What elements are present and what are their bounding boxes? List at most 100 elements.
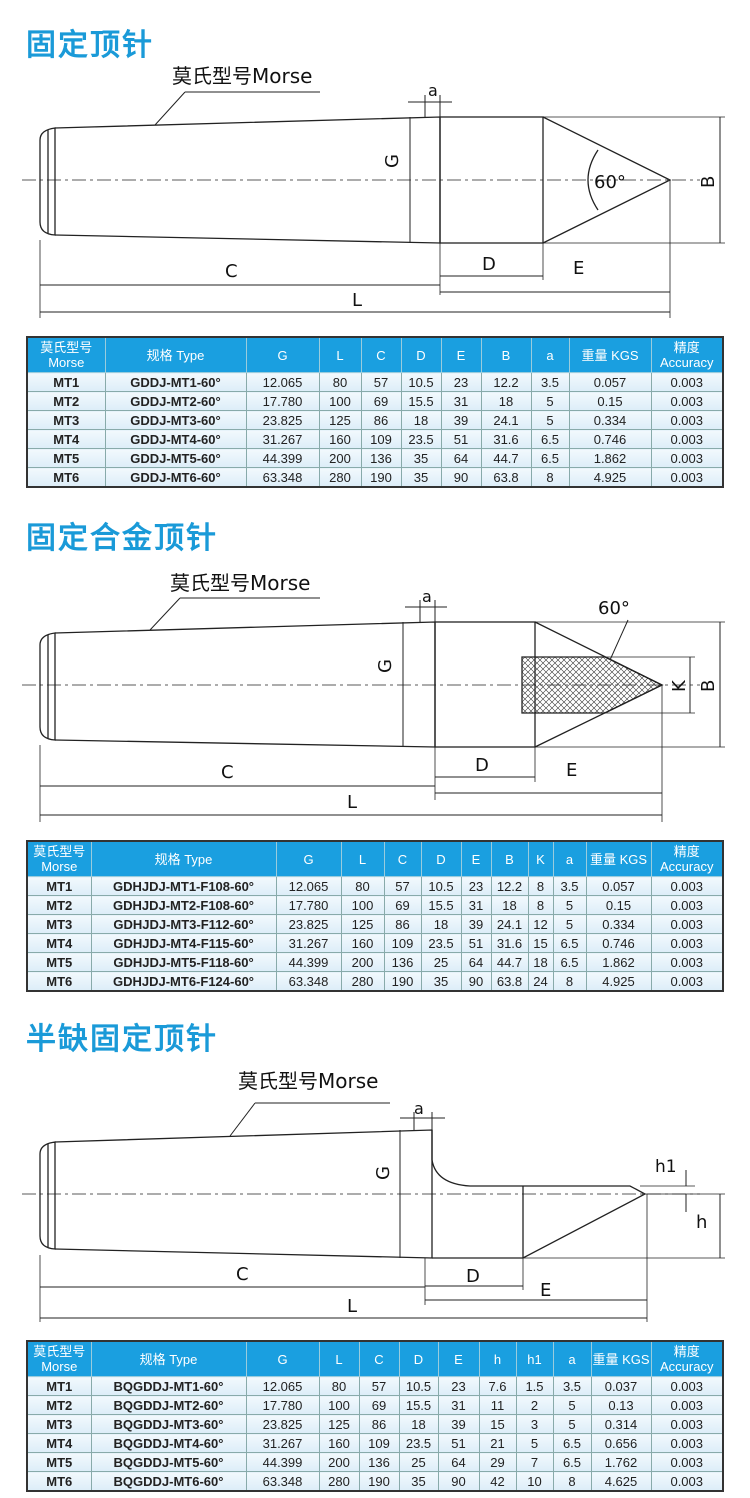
table-cell: 23.5 — [420, 933, 462, 953]
table-cell: 6.5 — [530, 448, 570, 468]
table-cell: 0.057 — [568, 372, 652, 392]
table-cell: 5 — [552, 1414, 592, 1434]
table-cell: 5 — [552, 895, 587, 915]
table-cell: GDDJ-MT5-60° — [104, 448, 247, 468]
column-header: L — [318, 1340, 360, 1377]
table-cell: 24.1 — [490, 914, 529, 934]
table-cell: 12 — [527, 914, 554, 934]
table-cell: 90 — [440, 467, 482, 488]
table-cell: 1.762 — [590, 1452, 652, 1472]
table-cell: 0.003 — [650, 467, 724, 488]
table-cell: 51 — [440, 429, 482, 449]
table-cell: 160 — [318, 1433, 360, 1453]
table-cell: 3 — [515, 1414, 554, 1434]
table-cell: MT1 — [26, 1376, 92, 1396]
table-cell: GDDJ-MT3-60° — [104, 410, 247, 430]
table-cell: 23.825 — [245, 410, 320, 430]
column-header: 精度 Accuracy — [650, 1340, 724, 1377]
table-cell: 31.267 — [245, 1433, 320, 1453]
table-cell: 280 — [340, 971, 385, 992]
table-cell: 190 — [358, 1471, 400, 1492]
table-cell: BQGDDJ-MT6-60° — [90, 1471, 247, 1492]
table-cell: BQGDDJ-MT3-60° — [90, 1414, 247, 1434]
table-cell: 12.065 — [275, 876, 342, 896]
dimension-label: 60° — [594, 172, 626, 193]
table-cell: 0.003 — [650, 933, 724, 953]
table-cell: 15.5 — [420, 895, 462, 915]
table-cell: 80 — [318, 1376, 360, 1396]
column-header: 规格 Type — [90, 840, 277, 877]
table-cell: 90 — [460, 971, 492, 992]
column-header: 莫氏型号 Morse — [26, 840, 92, 877]
column-header: E — [437, 1340, 480, 1377]
column-header: C — [358, 1340, 400, 1377]
table-cell: 100 — [318, 1395, 360, 1415]
table-cell: 31.267 — [275, 933, 342, 953]
table-cell: 0.003 — [650, 429, 724, 449]
table-cell: 44.7 — [480, 448, 532, 468]
column-header: 重量 KGS — [568, 336, 652, 373]
table-cell: MT3 — [26, 410, 106, 430]
column-header: h — [478, 1340, 517, 1377]
dimension-label: C — [221, 762, 234, 783]
table-cell: 63.348 — [275, 971, 342, 992]
table-cell: 44.399 — [245, 448, 320, 468]
column-header: G — [275, 840, 342, 877]
table-cell: 0.13 — [590, 1395, 652, 1415]
table-cell: GDHJDJ-MT3-F112-60° — [90, 914, 277, 934]
column-header: D — [398, 1340, 439, 1377]
column-header: a — [552, 840, 587, 877]
table-cell: 18 — [527, 952, 554, 972]
table-cell: MT5 — [26, 448, 106, 468]
table-cell: 0.15 — [568, 391, 652, 411]
table-cell: 136 — [360, 448, 402, 468]
table-cell: 31.6 — [490, 933, 529, 953]
table-cell: 190 — [383, 971, 422, 992]
table-cell: 86 — [360, 410, 402, 430]
dimension-label: C — [225, 261, 238, 282]
table-cell: 23 — [437, 1376, 480, 1396]
dimension-label: B — [698, 176, 719, 188]
dimension-label: a — [414, 1099, 424, 1118]
table-cell: 7 — [515, 1452, 554, 1472]
table-cell: 31 — [440, 391, 482, 411]
table-cell: 160 — [318, 429, 362, 449]
table-cell: 23.825 — [275, 914, 342, 934]
table-cell: 0.746 — [568, 429, 652, 449]
table-cell: 57 — [383, 876, 422, 896]
table-cell: 1.5 — [515, 1376, 554, 1396]
table-cell: 10 — [515, 1471, 554, 1492]
table-cell: GDDJ-MT2-60° — [104, 391, 247, 411]
table-cell: 5 — [552, 914, 587, 934]
table-cell: 0.003 — [650, 1414, 724, 1434]
table-cell: 11 — [478, 1395, 517, 1415]
table-cell: 64 — [437, 1452, 480, 1472]
table-cell: 39 — [440, 410, 482, 430]
table-cell: GDHJDJ-MT5-F118-60° — [90, 952, 277, 972]
table-cell: 0.003 — [650, 895, 724, 915]
table-cell: 63.348 — [245, 467, 320, 488]
table-cell: MT2 — [26, 895, 92, 915]
dimension-label: B — [698, 680, 719, 692]
table-cell: 57 — [358, 1376, 400, 1396]
table-cell: 25 — [398, 1452, 439, 1472]
table-cell: 15.5 — [400, 391, 442, 411]
dimension-label: E — [566, 760, 577, 781]
table-cell: 4.925 — [585, 971, 652, 992]
table-cell: 35 — [398, 1471, 439, 1492]
column-header: 精度 Accuracy — [650, 840, 724, 877]
half-cut-center-diagram: 莫氏型号Morse G a h1 h C D E L — [22, 1069, 725, 1322]
dimension-label: K — [669, 679, 690, 692]
table-cell: 0.746 — [585, 933, 652, 953]
table-cell: 0.037 — [590, 1376, 652, 1396]
table-cell: 23.5 — [400, 429, 442, 449]
table-cell: 0.003 — [650, 952, 724, 972]
column-header: 规格 Type — [104, 336, 247, 373]
table-cell: 8 — [527, 895, 554, 915]
table-cell: GDHJDJ-MT2-F108-60° — [90, 895, 277, 915]
table-cell: 0.003 — [650, 971, 724, 992]
table-cell: 24.1 — [480, 410, 532, 430]
